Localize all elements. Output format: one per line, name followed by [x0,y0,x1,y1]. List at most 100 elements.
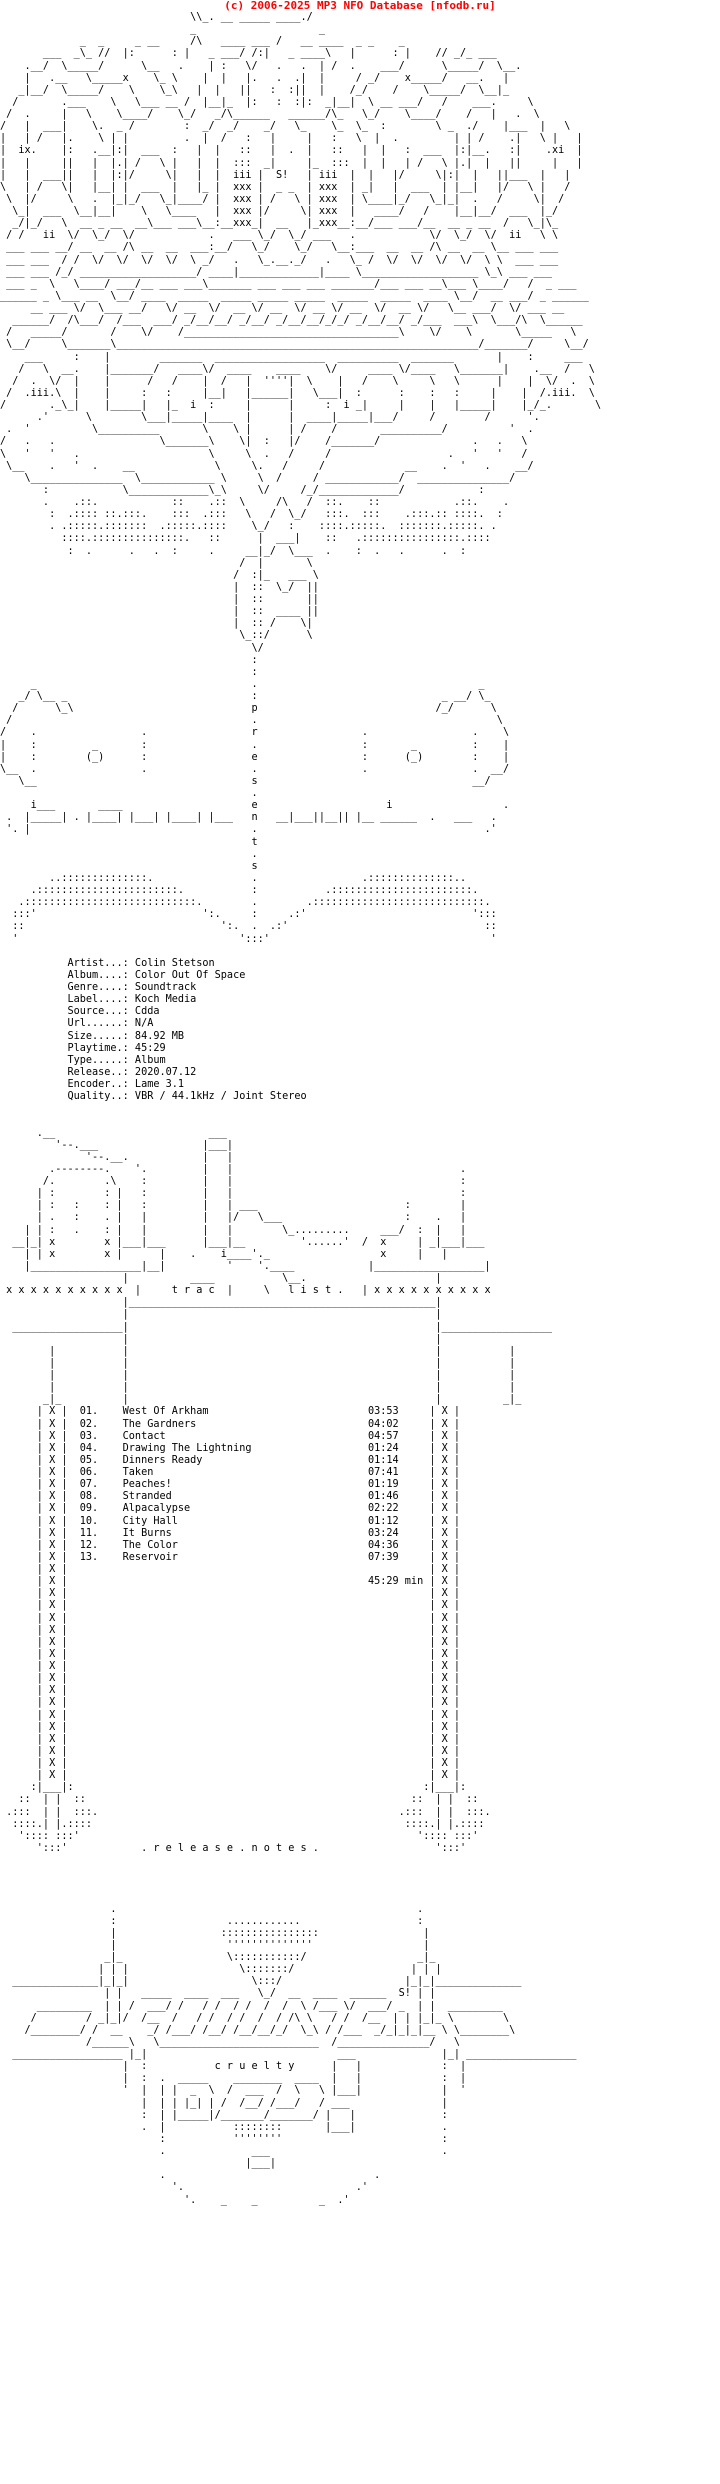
nfo-line: '--.__. | | [0,1151,491,1163]
nfo-line: | X | | X | [0,1636,461,1648]
nfo-line: \\_. __ _____ ____./ [0,12,313,23]
nfo-line: | .__ \_____x \_ \ | | |. . .| | / _/ x_… [0,72,510,84]
nfo-line: . ' \__________ \ \ | | / / __________/ … [0,424,534,436]
nfo-line: Playtime.: 45:29 [0,1042,166,1054]
nfo-line: . |_____| . |____| |___| |____| |___ n _… [0,812,497,824]
nfo-art: \\_. __ _____ ____./ _ _ _ _ _ __ /\ ___… [0,12,720,2207]
nfo-line: |__________________|__| ' '.____ |______… [0,1260,491,1272]
nfo-line: Size.....: 84.92 MB [0,1030,185,1042]
nfo-line: | | | |_| | / /__/ /___/ / ___ | [0,2097,448,2109]
nfo-line: Label....: Koch Media [0,994,197,1006]
nfo-line: |_______________________________________… [0,1297,442,1309]
nfo-line: | X | | X | [0,1733,461,1745]
nfo-line: . .:::::.::::::: .:::::.:::: \_/ : ::::.… [0,521,497,533]
nfo-line: | X | | X | [0,1564,461,1575]
nfo-line: :: ':. . .:' :: [0,921,497,933]
nfo-line: | X | | X | [0,1673,461,1685]
nfo-line: | X | | X | [0,1600,461,1612]
nfo-line: | X | 07. Peaches! 01:19 | X | [0,1479,461,1491]
nfo-line: _/|_/ \ __ _ __ __\___ ___\__:__xxx_| __… [0,218,559,230]
nfo-line: \__ . ' . __ \ \. / / __ . ' . __/ [0,460,534,472]
nfo-line: | : : : | : | | ___ : | [0,1200,467,1212]
nfo-line: . [0,788,258,799]
nfo-line: \ |/ \ . |_|_/ \_|____/ | xxx | / \ | xx… [0,193,565,205]
nfo-line: / ._\_| |_____| |_ i : | | : i _| | | |_… [0,400,602,411]
nfo-line: ..::::::::::::::. . .::::::::::::::.. [0,872,467,884]
nfo-line: | X | | X | [0,1758,461,1769]
nfo-line: | X | 12. The Color 04:36 | X | [0,1539,461,1551]
nfo-line: / . \ [0,715,503,727]
nfo-line: _ . _ [0,678,485,690]
nfo-line: | X | | X | [0,1770,461,1782]
nfo-line: | | : . : | | | | \_......... ___/ : | | [0,1224,467,1236]
nfo-line: | X | | X | [0,1709,461,1721]
nfo-line: : [0,666,258,678]
nfo-line: x x x x x x x x x x | t r a c | \ l i s … [0,1285,491,1297]
nfo-line: ' ':::' ' [0,933,497,945]
nfo-line: | | | \:::::::/ | | | [0,1964,442,1976]
nfo-line: | X | 05. Dinners Ready 01:14 | X | [0,1454,461,1466]
nfo-line: _ _ [0,24,326,36]
nfo-line: .__ ___ [0,1127,227,1139]
nfo-line: | X | 09. Alpacalypse 02:22 | X | [0,1503,461,1515]
nfo-line: / / _|_|/ /__ / / / / / / / /\ \ / / /__… [0,2012,510,2024]
nfo-line: / \_\ p /_/ \ [0,703,497,715]
nfo-line: | :: || [0,594,319,605]
nfo-line: | | | | [0,1370,516,1381]
nfo-line: | X | | X | [0,1588,461,1600]
nfo-line: _ _ _ __ /\ ____ ___ / __ ____ _ _ _ [0,36,405,48]
nfo-line: | :::::::::::::::: | [0,1927,430,1939]
nfo-line: : \_____________\_\ \/ /_/_____________/… [0,484,485,496]
nfo-line: .--------. '. | | . [0,1163,467,1175]
nfo-line: ______/ /\___/ /___ ___/ _/__/__/ _/__/ … [0,315,583,327]
nfo-line: | : c r u e l t y | | : | [0,2061,467,2073]
nfo-line: / . . \_______\ \| : |/ /_______/ . . \ [0,436,528,448]
nfo-line: ______________|_|_| \:::/ |_|_|_________… [0,1976,522,1988]
nfo-line: / .iii.\ | | : : |__| |______| \___| : :… [0,387,595,399]
nfo-line: '. .' [0,2182,369,2194]
nfo-line: |___| [0,2158,277,2170]
nfo-line: | X | | X | [0,1721,461,1733]
nfo-line: | X | 13. Reservoir 07:39 | X | [0,1551,461,1563]
nfo-line: \ | / \| |__| | ___ | |_ | xxx | _ _ | x… [0,181,571,193]
nfo-line: __________________ |_| ___ |_| _________… [0,2049,577,2060]
nfo-line: / | \ [0,557,313,569]
nfo-line: | | _____ ____ ___ \_/ __ ____ ______ S!… [0,1988,436,2000]
nfo-line: | :: ____ || [0,606,319,618]
nfo-line: Release..: 2020.07.12 [0,1066,197,1078]
nfo-line: ______ _ \___ __ \__/ ____ _____ _____ _… [0,290,589,302]
nfo-line: | X | | X | [0,1648,461,1660]
nfo-line: t [0,836,258,848]
nfo-line: ___ ___ __/ __ __ /\ __ __ ___:__/ \_/ \… [0,242,559,254]
nfo-line: Encoder..: Lame 3.1 [0,1079,185,1090]
nfo-line: / _____/ / \/ /_________________________… [0,327,577,339]
nfo-line: :|___|: :|___|: [0,1782,467,1794]
nfo-line: \/ [0,642,264,654]
nfo-line: | ix. |: .__|:| ___ : | | :: | . | :: | … [0,145,583,157]
nfo-line: | . : . | | | |/ \___ : . | [0,1212,467,1224]
nfo-line: ___ ___ /_/ ___________________/ ____|__… [0,266,553,278]
nfo-line: | | || | |.| / \ | | | ::: _| |_ ::: | |… [0,157,583,169]
nfo-line: \_| ___ \__|__| \ \____ | xxx |/ \| xxx … [0,206,559,217]
nfo-line: Source...: Cdda [0,1006,160,1018]
nfo-line: ___ ___ / / \/ \/ \/ \/ \ _/ . \_.__._/ … [0,254,559,266]
nfo-line: : [0,654,258,666]
nfo-line: \ ' ' . \ \ . / / . ' ' / [0,448,528,460]
nfo-line: | :: / \| [0,618,313,630]
nfo-line: . .::. :: .:: \ /\ / ::. :: .::. . [0,497,510,508]
nfo-line: '. | . .' [0,824,497,836]
nfo-line: Url......: N/A [0,1018,154,1030]
page-header: (c) 2006-2025 MP3 NFO Database [nfodb.ru… [224,0,496,12]
nfo-line: | | ___|| | |:|/ \| | | iii | S! | iii |… [0,169,571,181]
nfo-line: : ............ : [0,1915,424,1927]
nfo-line: | | / |. \ | | . | / : | | : \ | . | | /… [0,133,583,145]
nfo-line: / \ __. |_______/ ____\/ ____ ____ \/ __… [0,363,595,375]
nfo-line: /______\ \__________________________ /__… [0,2036,461,2048]
nfo-line: \__/ \_______\__________________________… [0,339,589,351]
nfo-line: .' \ \___|_____|____ | | ____|_____|___/… [0,412,540,424]
nfo-line: / :|_ ___ \ [0,569,319,581]
nfo-line: _|_ | | _|_ [0,1394,522,1406]
nfo-line: / .___ \ \___ __ / |__|_ |: : :|: _|__| … [0,96,534,108]
nfo-line: _|__/ \_____/ \ \_\ | | || : :|| | /_/ /… [0,84,510,96]
nfo-line: ::::.:::::::::::::::. :: | ___| :: .::::… [0,533,491,545]
